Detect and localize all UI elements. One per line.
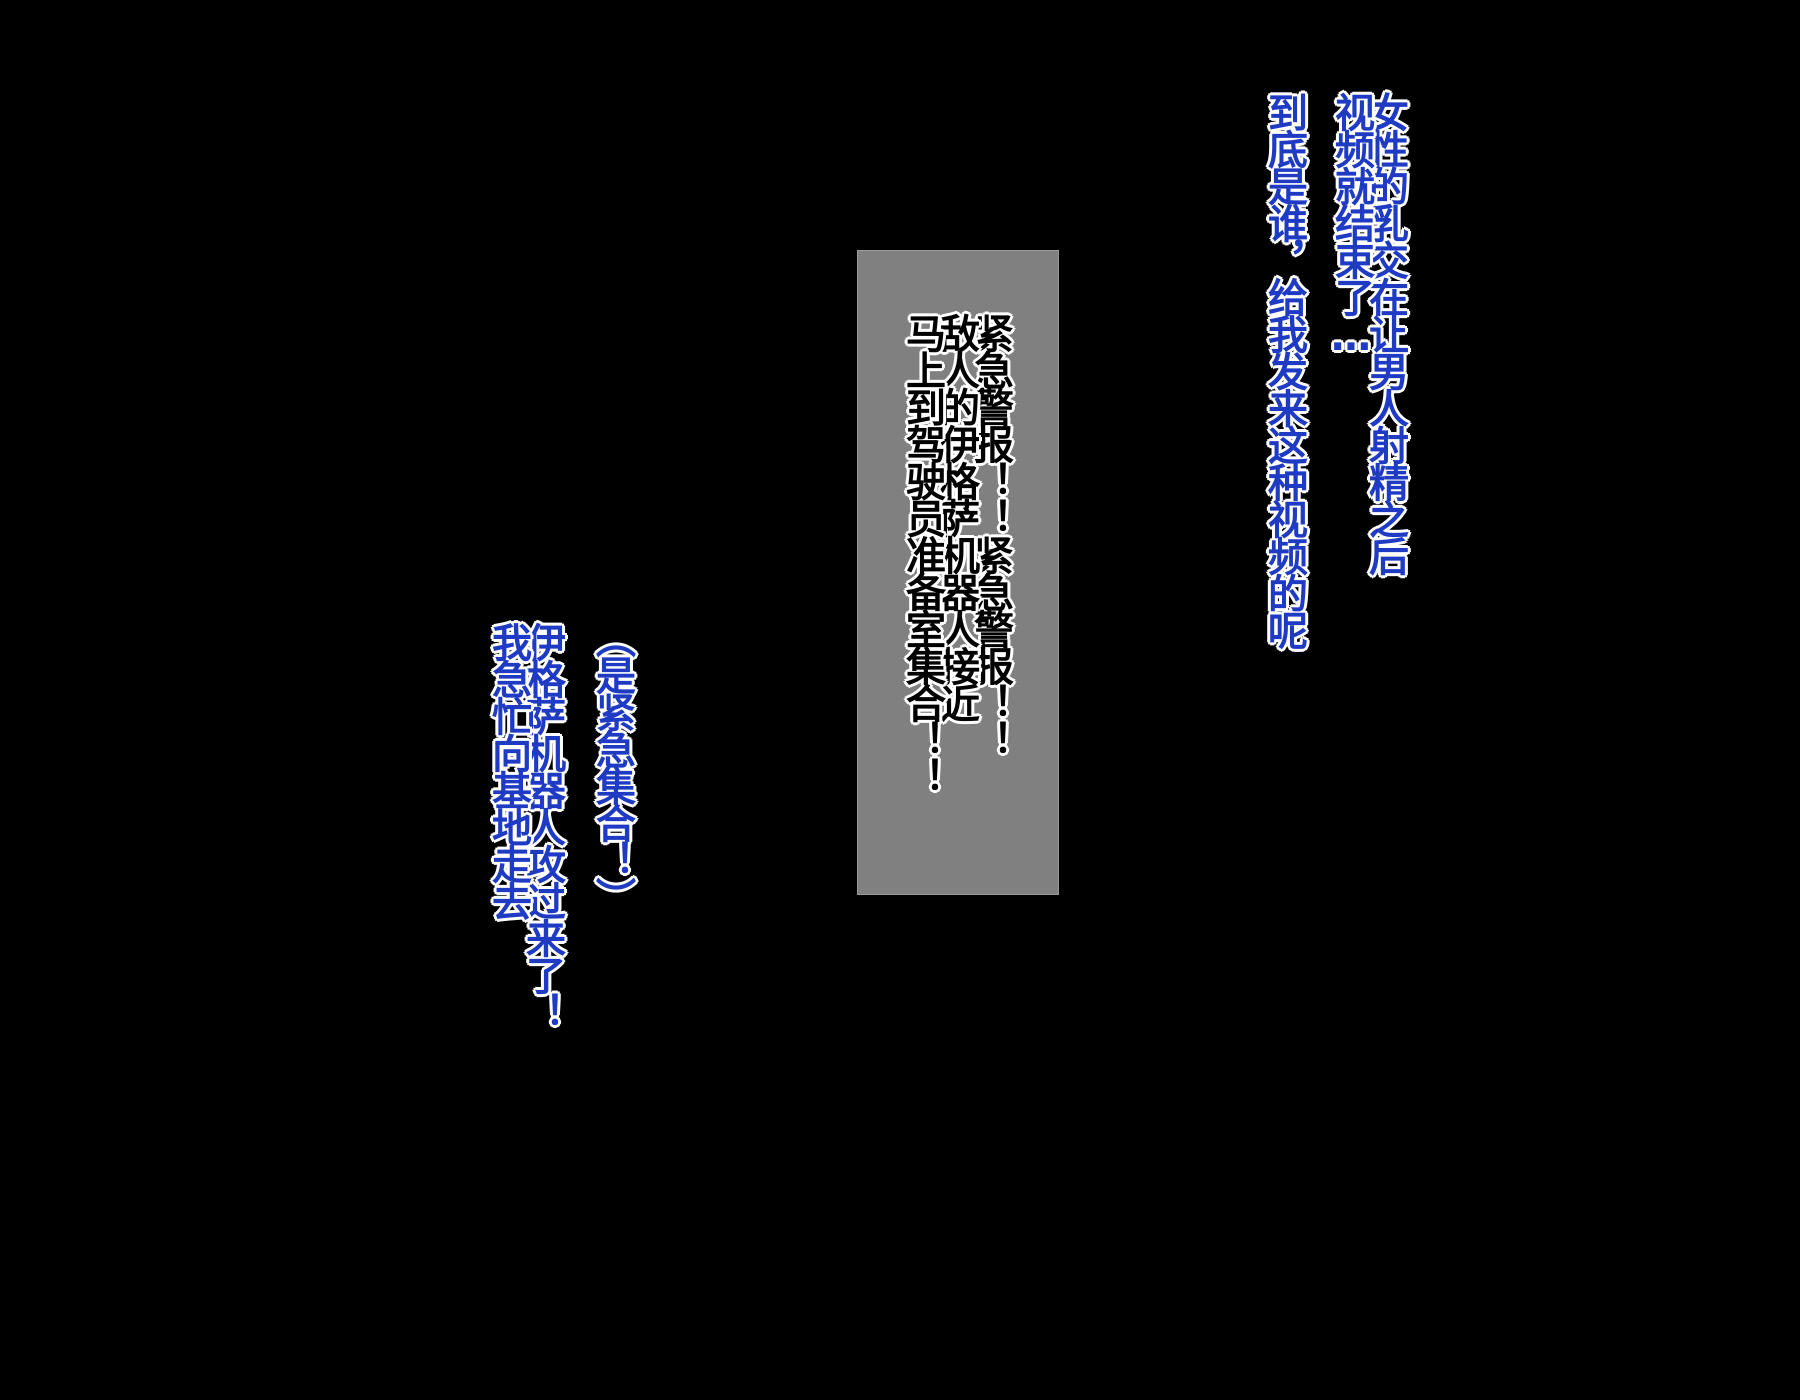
narration-top-right-line-1: 女性的乳交在让男人射精之后 bbox=[1362, 92, 1408, 573]
narration-top-right-line-3: 到底是谁，给我发来这种视频的呢 bbox=[1261, 92, 1307, 647]
narration-left-line-2: 伊格萨机器人攻过来了！ bbox=[519, 622, 565, 1029]
narration-left-line-3: 我急忙向基地走去 bbox=[485, 622, 531, 918]
alert-line-3: 马上到驾驶员准备室集合！！ bbox=[899, 313, 945, 794]
alert-line-1: 紧急警报！！紧急警报！！ bbox=[967, 313, 1013, 757]
narration-top-right-line-2: 视频就结束了… bbox=[1328, 92, 1374, 357]
alert-line-2: 敌人的伊格萨机器人接近 bbox=[933, 313, 979, 720]
narration-left-line-1: （是紧急集合！） bbox=[589, 618, 635, 914]
emergency-alert-panel bbox=[857, 250, 1059, 895]
